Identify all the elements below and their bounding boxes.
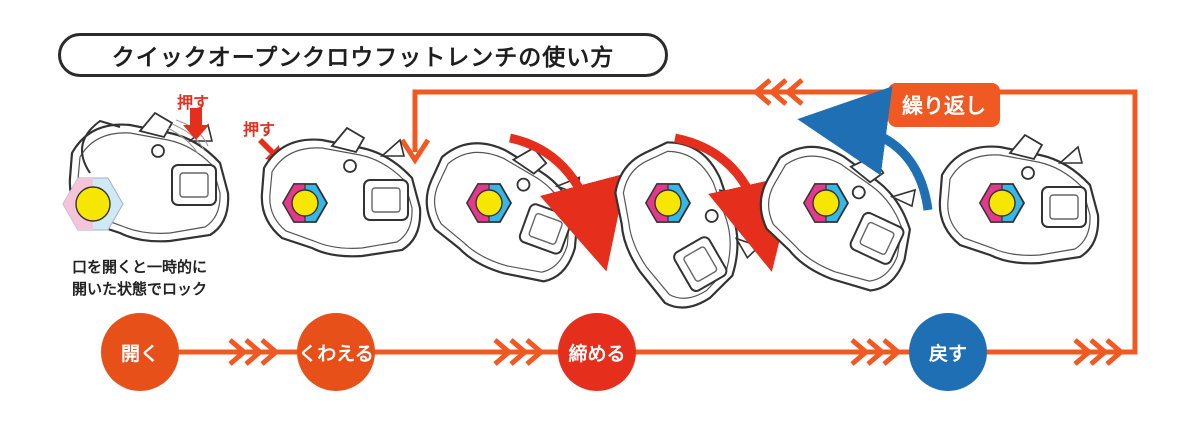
step-tighten-label: 締める xyxy=(568,342,626,365)
step-return: 戻す xyxy=(909,313,987,391)
page-title: クイックオープンクロウフットレンチの使い方 xyxy=(58,33,668,77)
lock-note: 口を開くと一時的に 開いた状態でロック xyxy=(72,256,272,300)
wrench-open-icon xyxy=(68,111,230,243)
repeat-label-box xyxy=(888,83,1000,127)
rotate-arrow-icon xyxy=(797,86,933,211)
push-label-2: 押す xyxy=(243,120,276,139)
hex-bolt-icon xyxy=(62,177,124,231)
note-line-1: 口を開くと一時的に xyxy=(72,258,208,276)
rotate-arrow-icon xyxy=(674,133,797,272)
loop-arrow-head xyxy=(399,138,431,165)
press-arrow-icon xyxy=(183,108,209,140)
step-grip-label: くわえる xyxy=(298,342,374,365)
step-tighten: 締める xyxy=(558,313,636,391)
repeat-label: 繰り返し xyxy=(902,94,986,118)
step-return-label: 戻す xyxy=(928,342,967,365)
wrench-icon xyxy=(588,119,781,323)
step-open-label: 開く xyxy=(120,342,159,365)
rotate-arrow-icon xyxy=(508,133,628,272)
push-label-1: 押す xyxy=(177,93,210,112)
wrench-icon xyxy=(260,126,422,258)
loop-chevron-icon xyxy=(752,78,804,106)
step-grip: くわえる xyxy=(297,313,375,391)
chevron-arrow-icon xyxy=(228,338,1125,366)
step-open: 開く xyxy=(101,313,179,391)
note-line-2: 開いた状態でロック xyxy=(72,280,208,298)
